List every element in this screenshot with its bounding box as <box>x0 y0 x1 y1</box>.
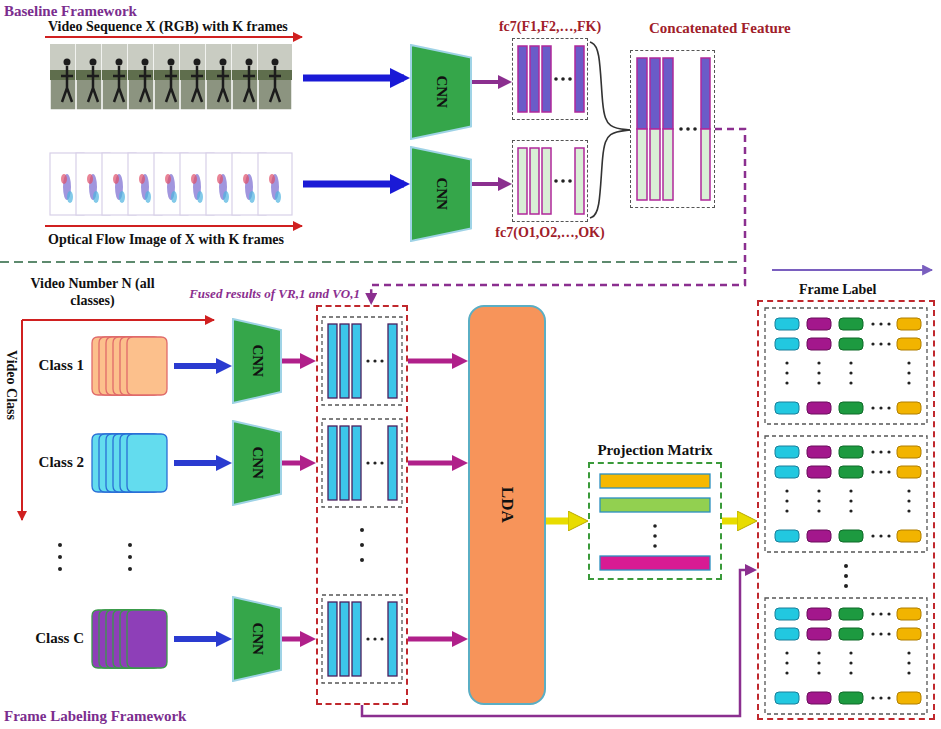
ellipsis-dots <box>58 543 132 571</box>
frame-stack <box>92 434 167 492</box>
node-label: CNN <box>432 76 449 109</box>
projection-matrix: Projection Matrix <box>588 462 722 580</box>
node-heading: Class 1 <box>39 357 84 374</box>
node-heading: Fused results of VR,1 and VO,1 <box>189 287 360 302</box>
node-heading: Concatenated Feature <box>649 20 791 37</box>
arrow-connector <box>472 80 506 84</box>
arrow-connector <box>472 182 506 186</box>
ellipsis-dots <box>844 564 848 588</box>
time-arrow <box>45 225 302 227</box>
frame-stack <box>92 610 167 668</box>
arrow-connector <box>722 518 751 525</box>
rgb-frames <box>50 44 292 110</box>
time-arrow <box>45 36 302 38</box>
node-heading: Frame Label <box>799 282 876 298</box>
ellipsis-dots <box>360 528 364 562</box>
node-heading: Optical Flow Image of X with K frames <box>48 232 284 248</box>
section-title: Frame Labeling Framework <box>4 707 186 725</box>
node-heading: fc7(F1,F2,…,FK) <box>499 19 601 35</box>
arrow-connector <box>371 129 745 299</box>
video-strip: Video Sequence X (RGB) with K frames <box>48 40 303 112</box>
feature-box: fc7(O1,O2,…,OK) <box>512 140 588 222</box>
axis-arrow <box>21 320 23 520</box>
cnn-block: CNN <box>410 146 472 242</box>
node-heading: Projection Matrix <box>597 442 712 459</box>
arrow-connector <box>546 518 582 525</box>
node-label: CNN <box>248 345 265 378</box>
arrow-connector <box>408 359 462 364</box>
class-stack: Class 1 <box>92 335 174 397</box>
cnn-shape <box>233 319 281 403</box>
ellipsis-dots <box>653 524 657 548</box>
cnn-shape <box>411 45 471 139</box>
brace-connector <box>590 42 630 130</box>
class-stack: Class C <box>92 608 174 670</box>
node-heading: Class 2 <box>39 454 84 471</box>
axis-arrow <box>22 319 214 321</box>
label-group <box>765 308 927 714</box>
class-stack: Class 2 <box>92 432 174 494</box>
feature-group <box>322 317 402 683</box>
cnn-block: CNN <box>410 44 472 140</box>
node-label: CNN <box>248 447 265 480</box>
frame-stack <box>92 337 167 395</box>
axis-label: Video Class <box>3 350 20 420</box>
node-label: CNN <box>248 623 265 656</box>
flow-strip: Optical Flow Image of X with K frames <box>48 148 303 220</box>
section-divider <box>0 261 738 263</box>
feature-box: fc7(F1,F2,…,FK) <box>512 38 588 120</box>
node-label: CNN <box>432 178 449 211</box>
arrow-connector <box>282 359 310 364</box>
brace-connector <box>590 130 630 218</box>
arrow-connector <box>174 460 226 466</box>
flow-frames <box>50 153 292 215</box>
arrow-connector <box>362 570 751 716</box>
ellipsis-dots <box>554 77 572 81</box>
cnn-block: CNN <box>232 318 282 404</box>
axis-label: Video Number N (all classes) <box>30 276 155 310</box>
projection-bars <box>600 474 710 570</box>
section-title: Baseline Framework <box>4 2 137 20</box>
feature-bars <box>518 148 584 214</box>
ellipsis-dots <box>679 127 697 131</box>
concat-bars <box>637 58 710 200</box>
label-arrow <box>772 269 932 271</box>
node-label: LDA <box>497 487 517 523</box>
cnn-shape <box>233 421 281 505</box>
lda-block: LDA <box>468 305 546 705</box>
arrow-connector <box>303 181 404 188</box>
cnn-shape <box>233 597 281 681</box>
node-heading: fc7(O1,O2,…,OK) <box>495 225 604 241</box>
cnn-block: CNN <box>232 420 282 506</box>
arrow-connector <box>303 75 404 82</box>
concat-feature-box: Concatenated Feature <box>630 50 715 208</box>
ellipsis-dots <box>554 179 572 183</box>
arrow-connector <box>282 637 310 642</box>
arrow-connector <box>408 461 462 466</box>
frame-label-box: Frame Label <box>757 300 935 720</box>
node-heading: Class C <box>35 630 84 647</box>
arrow-connector <box>174 363 226 369</box>
arrow-connector <box>174 636 226 642</box>
feature-bars <box>518 46 584 112</box>
cnn-block: CNN <box>232 596 282 682</box>
node-heading: Video Sequence X (RGB) with K frames <box>48 19 288 35</box>
cnn-shape <box>411 147 471 241</box>
arrow-connector <box>408 637 462 642</box>
fused-feature-box: Fused results of VR,1 and VO,1 <box>316 305 408 705</box>
arrow-connector <box>282 461 310 466</box>
